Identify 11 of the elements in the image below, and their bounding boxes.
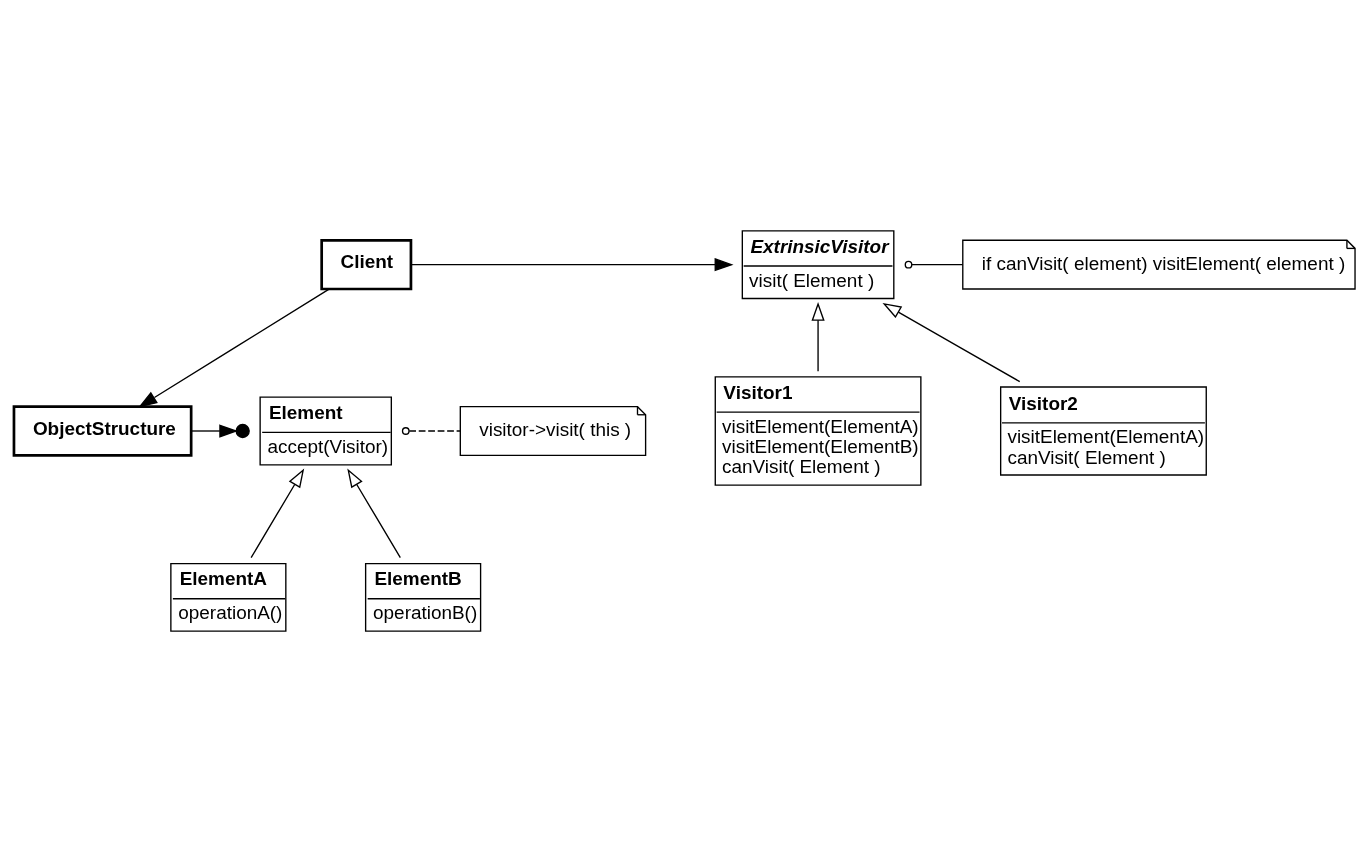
arrow — [347, 468, 401, 558]
arrow — [190, 423, 250, 438]
arrow — [410, 257, 734, 271]
connector — [904, 260, 964, 269]
node-box: Client — [320, 238, 413, 290]
node-box: ObjectStructure — [12, 404, 193, 457]
arrow — [882, 302, 1021, 382]
arrow — [811, 301, 825, 372]
arrow — [138, 287, 330, 407]
connector — [401, 426, 461, 435]
arrow — [250, 468, 305, 558]
